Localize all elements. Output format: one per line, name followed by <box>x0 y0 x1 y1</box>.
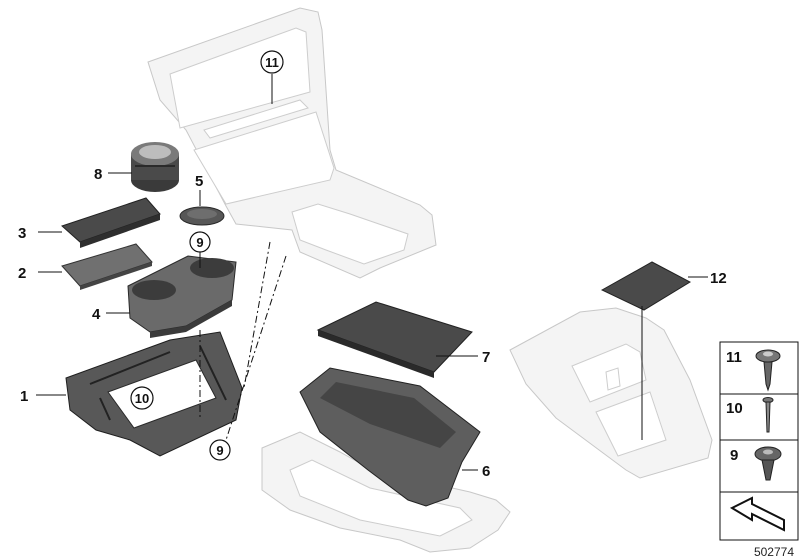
callout-3: 3 <box>18 225 26 242</box>
diagram-reference-number: 502774 <box>754 545 794 559</box>
arrow-symbol-icon <box>729 496 785 532</box>
part-storage-tray <box>299 367 481 507</box>
callout-4: 4 <box>92 306 101 323</box>
part-small-mat <box>600 261 692 311</box>
callout-7: 7 <box>482 349 490 366</box>
callout-6: 6 <box>482 463 490 480</box>
rear-console-panel <box>509 307 713 479</box>
callout-9-top: 9 <box>196 235 203 250</box>
part-mat-dark <box>61 197 161 248</box>
callout-2: 2 <box>18 265 26 282</box>
alignment-lines <box>199 241 287 441</box>
part-support-frame <box>65 331 243 457</box>
legend-label-10: 10 <box>726 400 743 417</box>
clip-icon <box>754 446 782 481</box>
callout-12: 12 <box>710 270 727 287</box>
pin-icon <box>762 397 774 433</box>
callout-5: 5 <box>195 173 203 190</box>
part-large-mat <box>316 301 473 378</box>
legend-label-11: 11 <box>726 349 742 366</box>
part-cupholder-insert <box>131 142 179 192</box>
screw-icon <box>755 349 781 392</box>
callout-8: 8 <box>94 166 102 183</box>
callout-11: 11 <box>265 55 279 70</box>
leader-lines <box>36 74 708 471</box>
callout-1: 1 <box>20 388 28 405</box>
part-round-mat <box>179 206 225 226</box>
legend-label-9: 9 <box>730 447 738 464</box>
part-mat <box>61 243 153 290</box>
part-cupholder <box>127 255 237 338</box>
callouts: 3 2 8 4 1 5 7 6 12 11 9 10 9 <box>18 50 727 480</box>
callout-10: 10 <box>135 391 149 406</box>
console-base-frame <box>261 431 511 553</box>
fastener-legend: 11 10 9 <box>719 341 799 541</box>
callout-9-bottom: 9 <box>216 443 223 458</box>
